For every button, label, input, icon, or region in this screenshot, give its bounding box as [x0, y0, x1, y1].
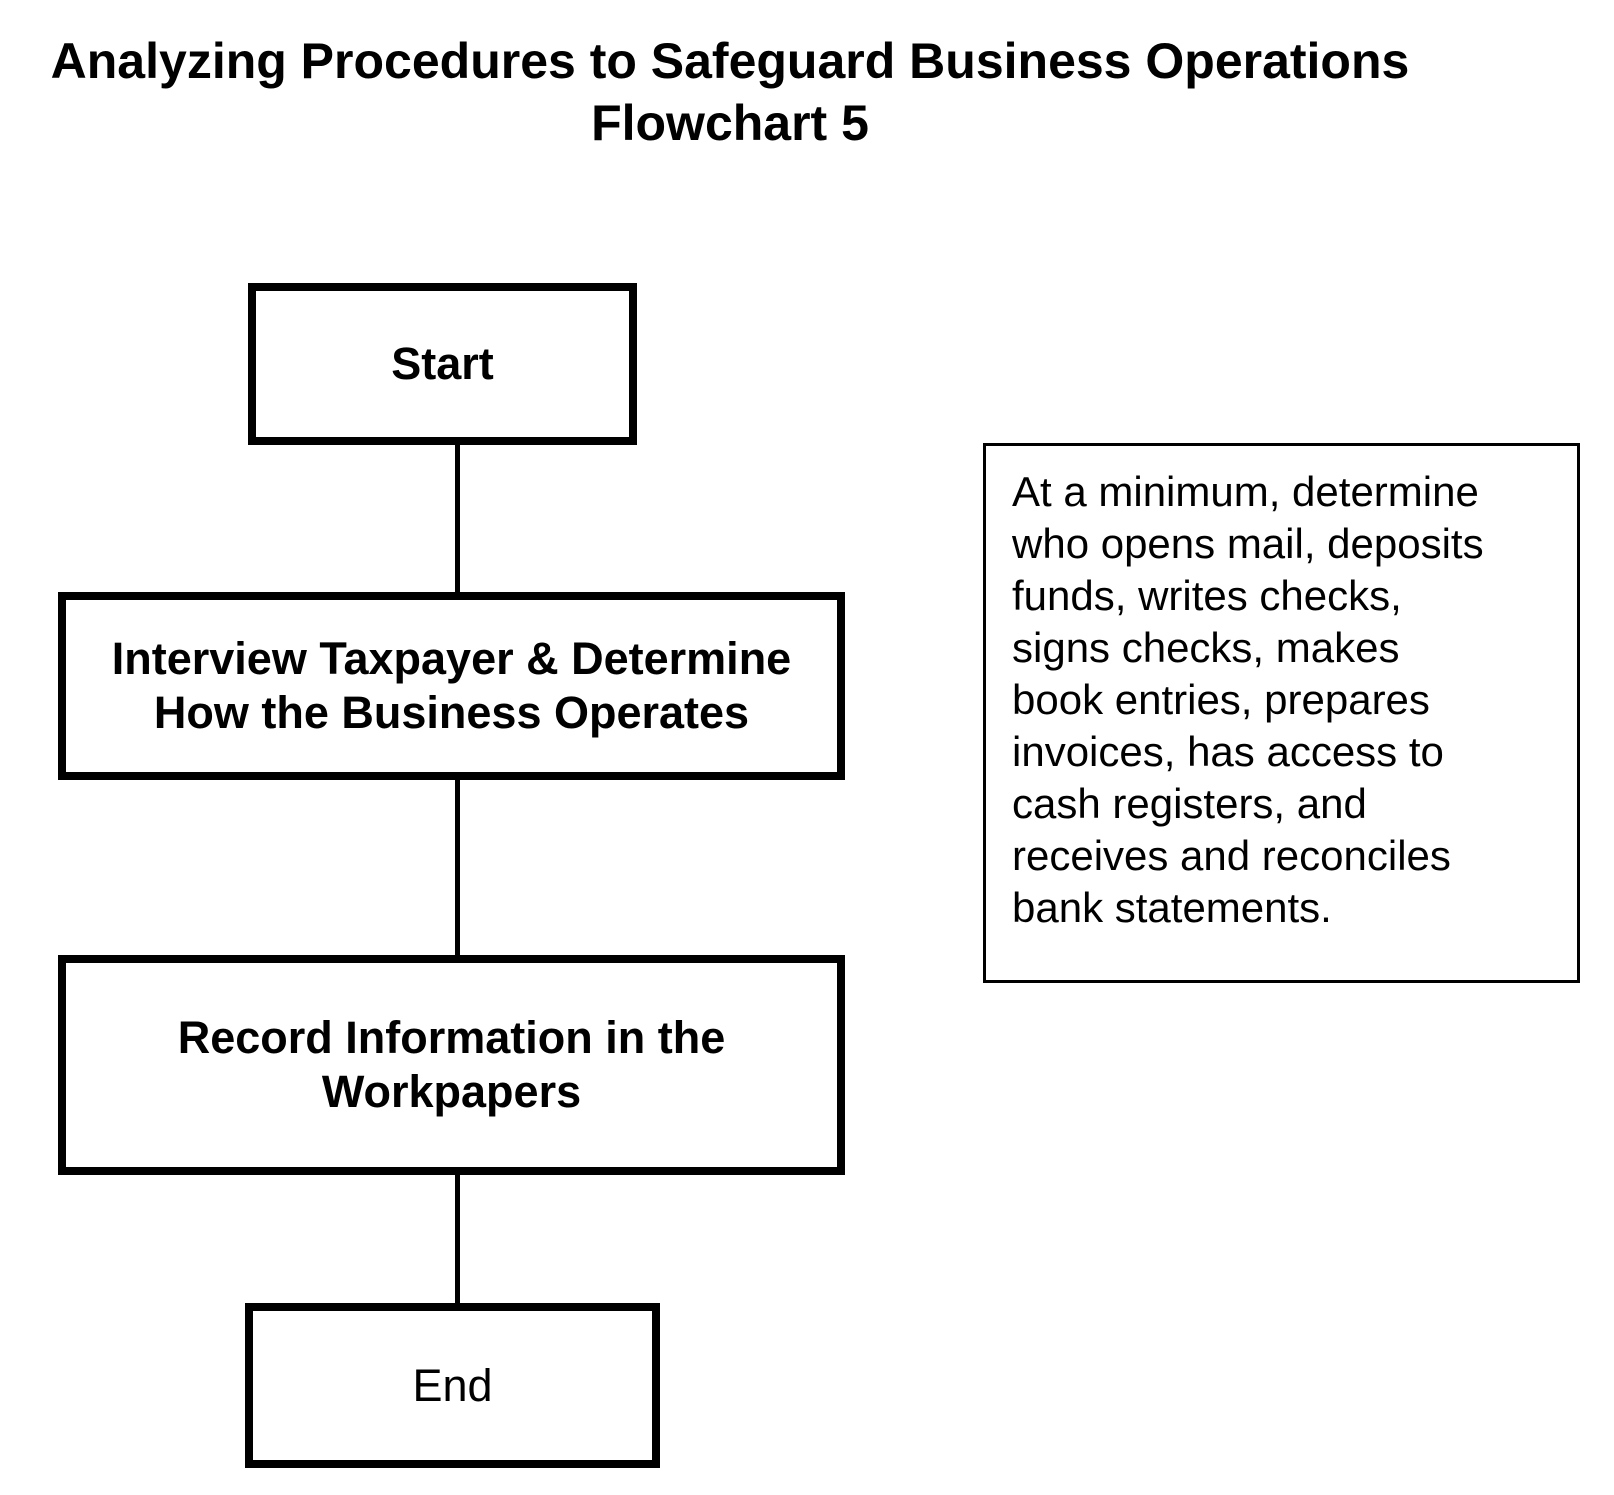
- record-information-node-line-1: Record Information in the: [177, 1012, 726, 1063]
- page-title-line-1: Analyzing Procedures to Safeguard Busine…: [50, 33, 1410, 89]
- annotation-note-line: book entries, prepares: [1012, 676, 1430, 723]
- interview-taxpayer-node-line-1: Interview Taxpayer & Determine: [111, 633, 792, 684]
- annotation-note-line: who opens mail, deposits: [1012, 520, 1484, 567]
- annotation-note: At a minimum, determine who opens mail, …: [983, 443, 1580, 983]
- interview-taxpayer-node-line-2: How the Business Operates: [153, 687, 750, 738]
- end-node: End: [245, 1303, 660, 1468]
- start-node-label: Start: [391, 338, 494, 389]
- annotation-note-line: cash registers, and: [1012, 780, 1367, 827]
- page-title-line-2: Flowchart 5: [591, 95, 869, 151]
- interview-taxpayer-node: Interview Taxpayer & Determine How the B…: [58, 592, 845, 780]
- connector-interview-to-record: [455, 780, 460, 958]
- annotation-note-line: funds, writes checks,: [1012, 572, 1402, 619]
- page-title: Analyzing Procedures to Safeguard Busine…: [0, 30, 1460, 154]
- start-node: Start: [248, 283, 637, 445]
- annotation-note-line: receives and reconciles: [1012, 832, 1451, 879]
- record-information-node: Record Information in the Workpapers: [58, 955, 845, 1175]
- annotation-note-line: bank statements.: [1012, 884, 1332, 931]
- record-information-node-line-2: Workpapers: [321, 1066, 582, 1117]
- connector-start-to-interview: [455, 445, 460, 595]
- annotation-note-line: invoices, has access to: [1012, 728, 1444, 775]
- annotation-note-line: At a minimum, determine: [1012, 468, 1479, 515]
- end-node-label: End: [412, 1359, 493, 1411]
- connector-record-to-end: [455, 1175, 460, 1306]
- annotation-note-line: signs checks, makes: [1012, 624, 1400, 671]
